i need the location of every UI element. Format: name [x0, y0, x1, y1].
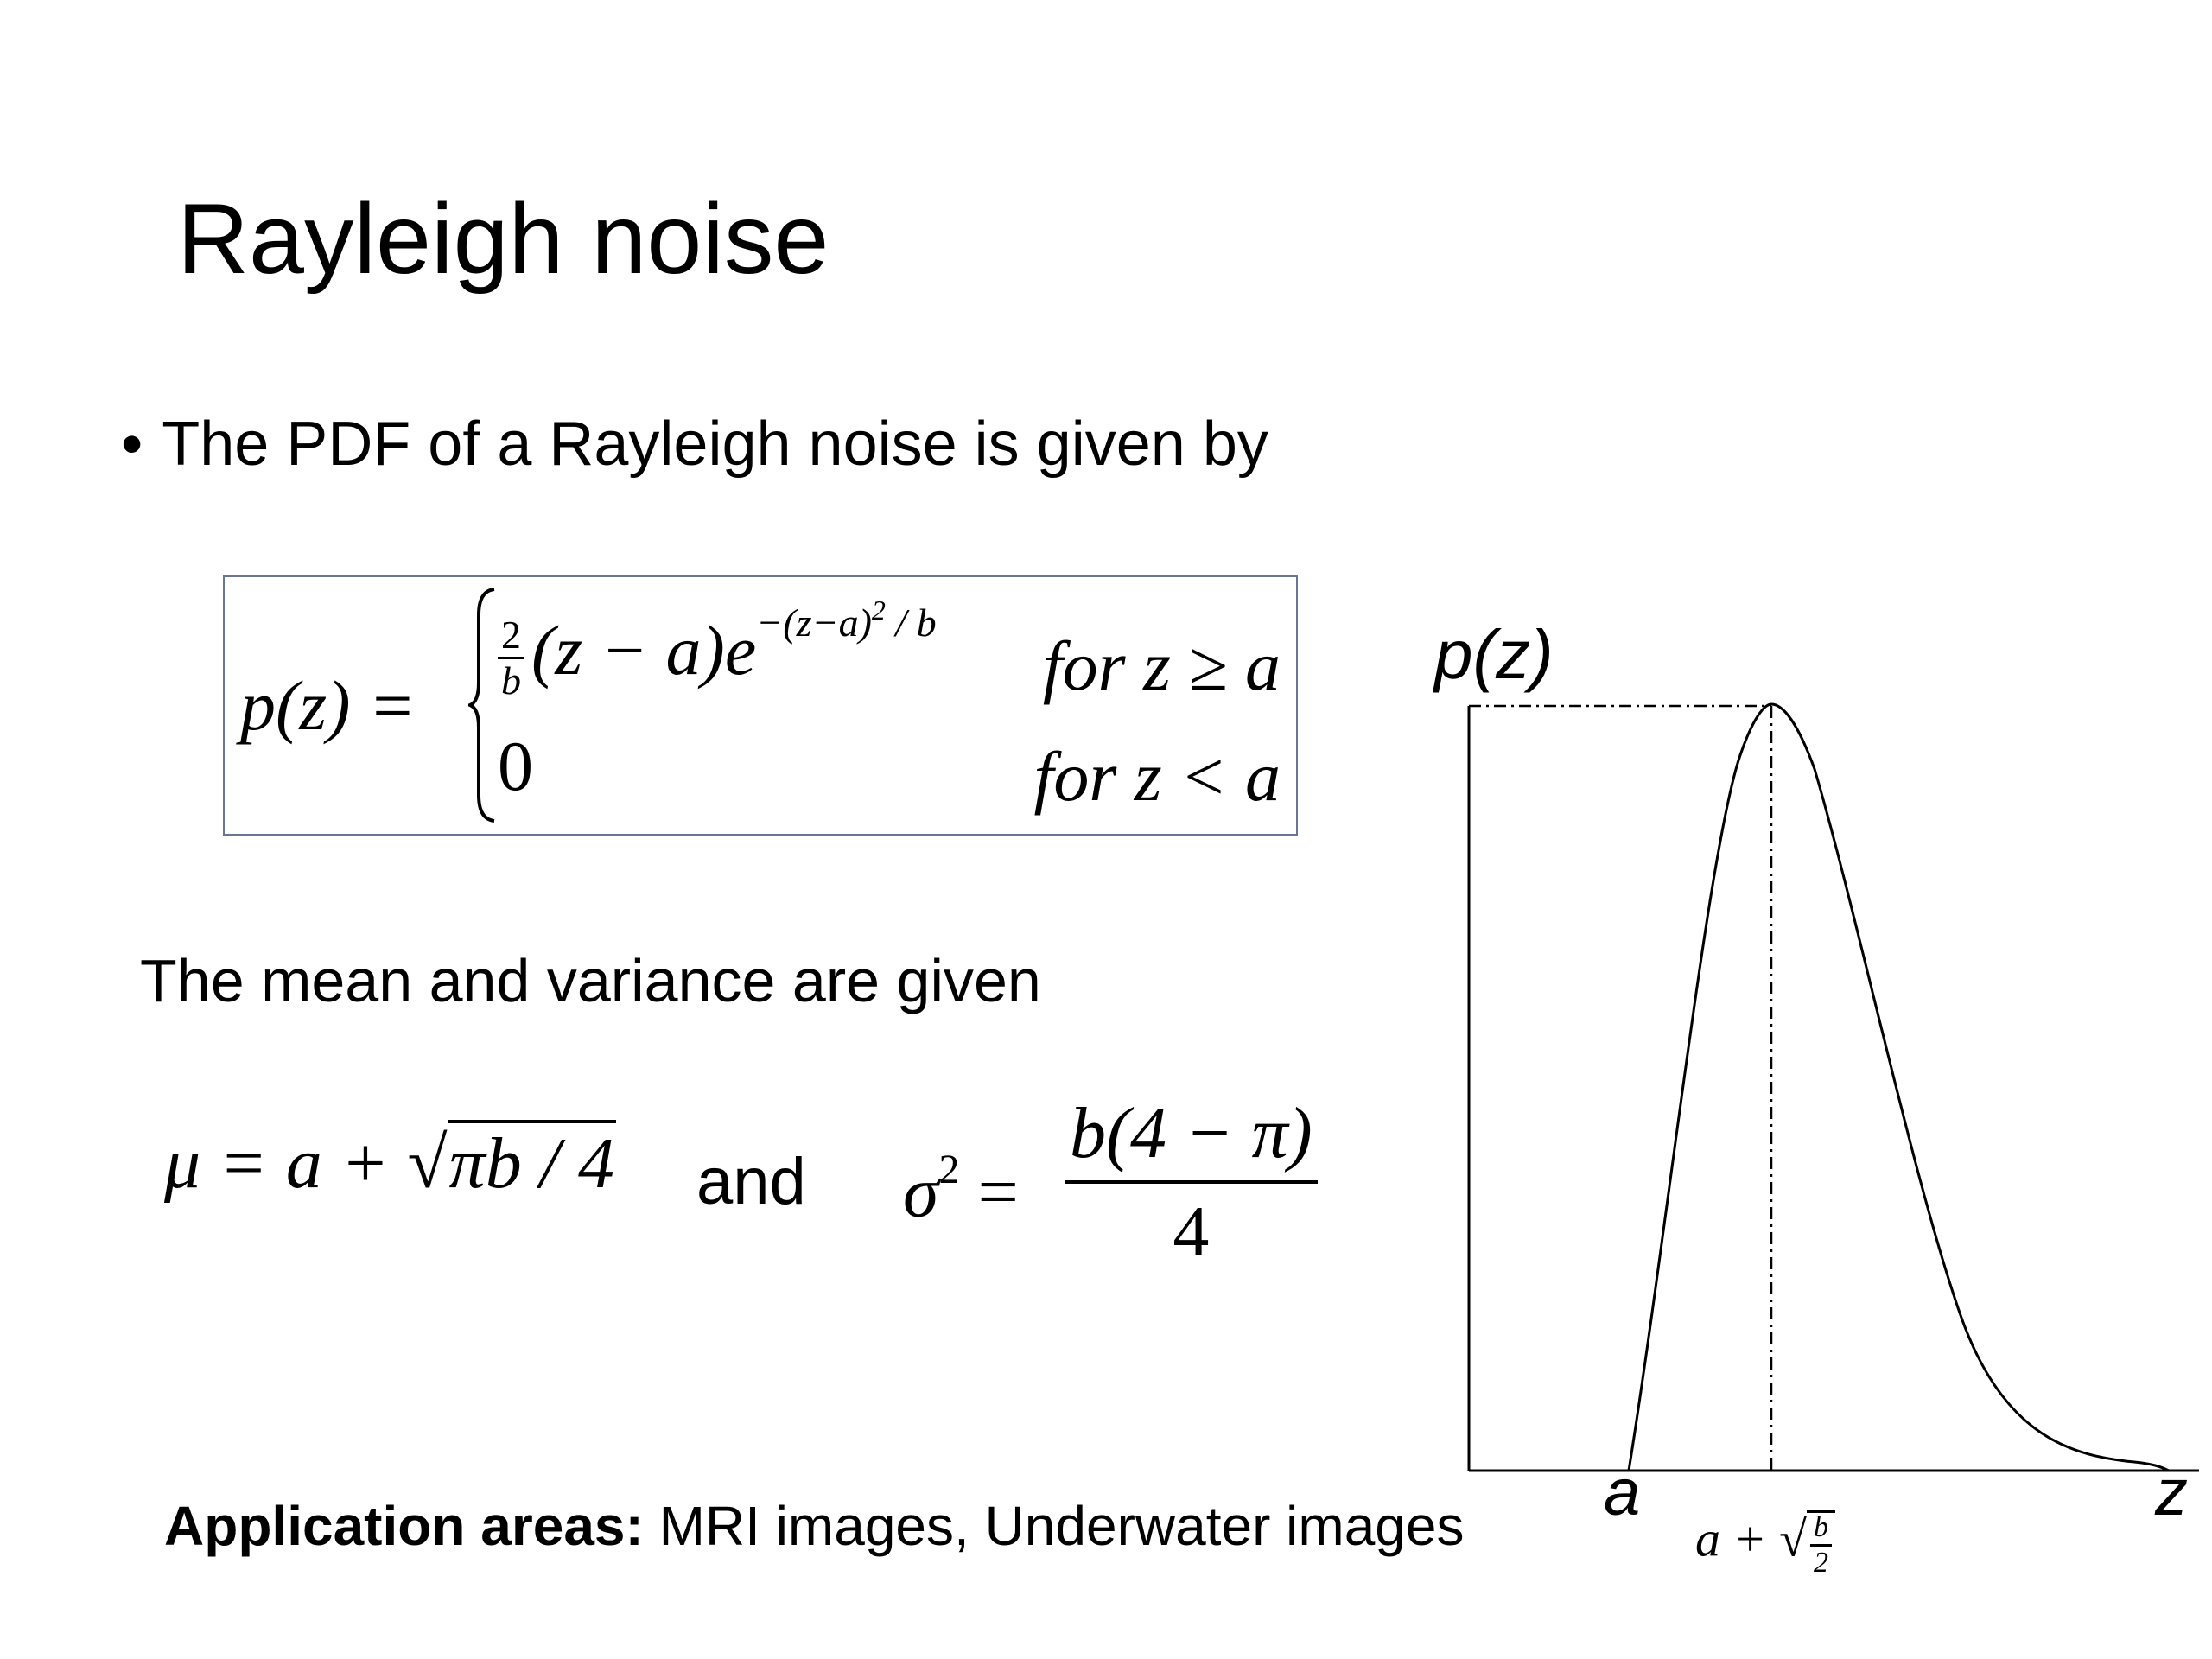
peak-label-prefix: a +	[1695, 1510, 1780, 1567]
application-areas: Application areas: MRI images, Underwate…	[164, 1498, 1464, 1554]
pdf-fraction-numerator: 2	[498, 614, 524, 659]
peak-radical-sign: √	[1779, 1510, 1807, 1567]
mean-formula-lhs: μ = a +	[164, 1123, 408, 1204]
pdf-case2-condition: for z < a	[1033, 737, 1281, 816]
pdf-case1-body: (z − a)e	[531, 610, 757, 690]
sigma-square: 2	[938, 1147, 960, 1192]
variance-equals: =	[959, 1152, 1019, 1233]
mean-variance-intro: The mean and variance are given	[140, 947, 1041, 1014]
peak-fraction-numerator: b	[1809, 1513, 1832, 1547]
bullet-symbol: •	[121, 410, 143, 479]
cases-brace	[468, 588, 495, 823]
application-label: Application areas:	[164, 1495, 644, 1557]
variance-formula-lhs: σ2 =	[903, 1149, 1019, 1229]
rayleigh-curve	[1627, 702, 2170, 1472]
bullet-pdf-intro: •The PDF of a Rayleigh noise is given by	[121, 413, 1268, 475]
peak-fraction-denominator: 2	[1813, 1547, 1828, 1579]
pdf-formula-lhs: p(z) =	[240, 666, 416, 745]
variance-numerator: b(4 − π)	[1065, 1097, 1318, 1184]
slide-title: Rayleigh noise	[177, 184, 830, 295]
pdf-case1-exponent: −(z−a)2 / b	[756, 596, 937, 645]
graph-y-label: p(z)	[1434, 616, 1554, 693]
pdf-exponent-base: −(z−a)	[756, 601, 872, 645]
graph-a-label: a	[1604, 1456, 1641, 1529]
pdf-case1-condition: for z ≥ a	[1042, 626, 1281, 705]
variance-denominator: 4	[1173, 1192, 1210, 1272]
radical-sign: √	[407, 1123, 448, 1204]
mean-formula: μ = a + √πb / 4	[164, 1120, 617, 1204]
bullet-text: The PDF of a Rayleigh noise is given by	[162, 410, 1268, 479]
pdf-exponent-tail: / b	[885, 601, 937, 645]
graph-x-label: z	[2155, 1456, 2188, 1529]
variance-fraction: b(4 − π) 4	[1065, 1097, 1318, 1268]
sigma-symbol: σ	[903, 1152, 939, 1233]
pdf-exponent-square: 2	[871, 594, 886, 626]
pdf-case2-expression: 0	[498, 727, 533, 805]
pdf-fraction-denominator: b	[501, 658, 521, 702]
application-text: MRI images, Underwater images	[643, 1495, 1465, 1557]
mean-radicand: πb / 4	[447, 1120, 617, 1204]
and-connector: and	[696, 1145, 806, 1218]
